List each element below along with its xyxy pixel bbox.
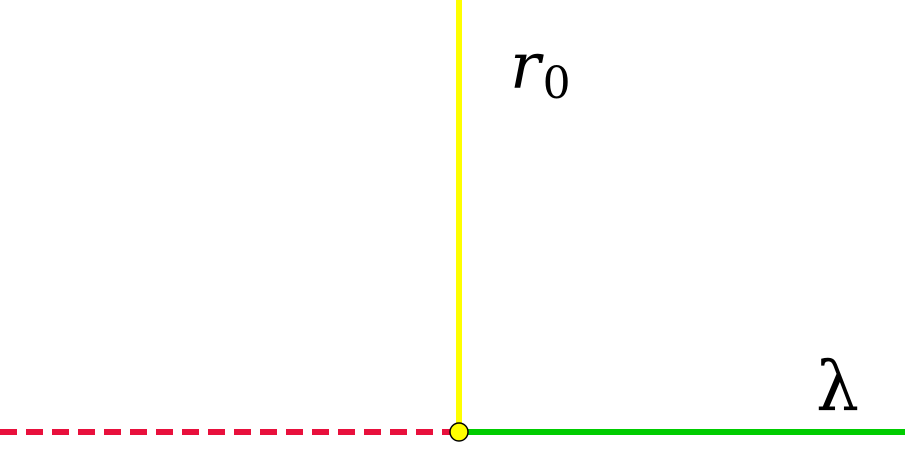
horizontal-line-label: λ [816,348,859,427]
vertical-label-main: r [510,30,544,104]
junction-point [449,422,469,442]
vertical-line-label: r0 [510,30,571,109]
vertical-label-subscript: 0 [543,58,571,109]
